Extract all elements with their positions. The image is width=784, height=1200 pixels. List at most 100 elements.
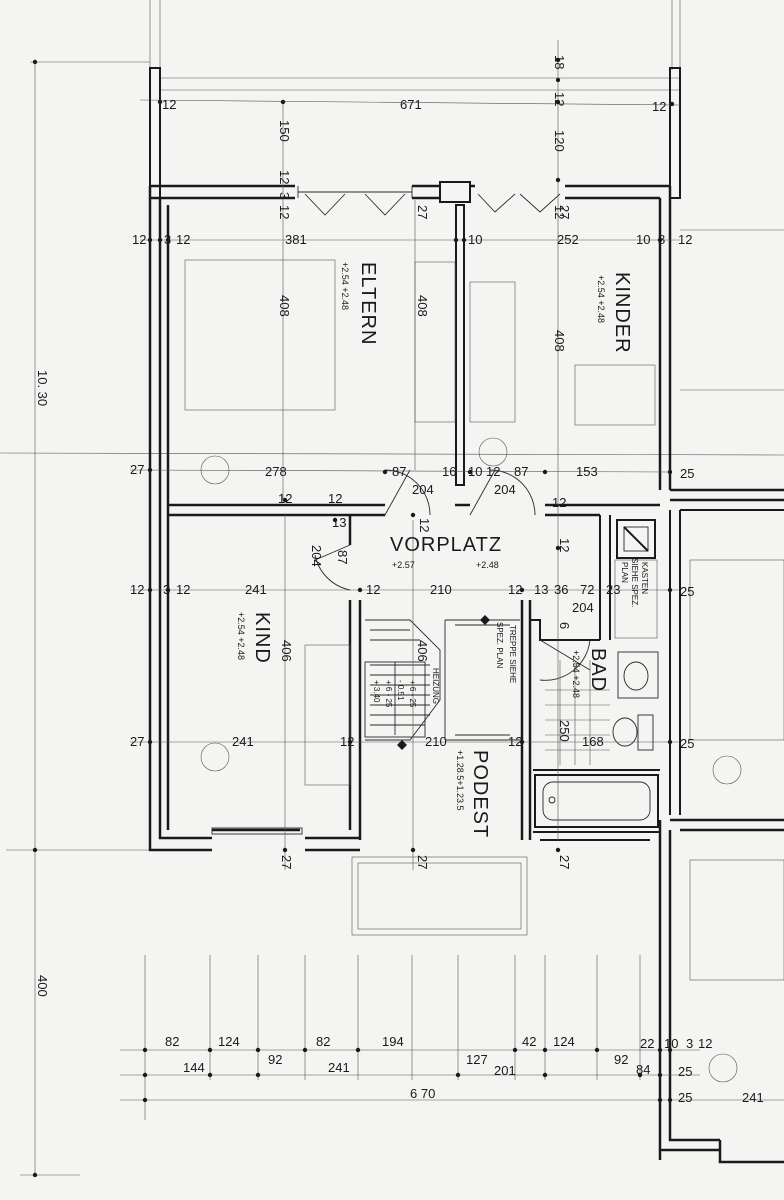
dim: 16 (442, 464, 456, 479)
dim: 204 (412, 482, 434, 497)
note-kasten: KASTEN (640, 562, 649, 594)
dim: 82 (316, 1034, 330, 1049)
dim: 127 (466, 1052, 488, 1067)
dim: 671 (400, 97, 422, 112)
dimension-lines (120, 40, 784, 1120)
dim: 406 (279, 640, 294, 662)
room-labels: ELTERN KINDER VORPLATZ KIND BAD PODEST (251, 262, 633, 838)
dim: 400 (35, 975, 50, 997)
note-h1: + 6 - 25 (408, 680, 417, 708)
dim: 92 (614, 1052, 628, 1067)
dimension-labels: 18 12 120 12 12 671 12 150 12 3 12 27 27… (35, 55, 764, 1105)
dim: 241 (328, 1060, 350, 1075)
note-treppe: TREPPE SIEHE (508, 625, 517, 683)
note-heizung: HEIZUNG (431, 668, 440, 704)
dim: 10 (468, 232, 482, 247)
dim: 204 (572, 600, 594, 615)
dim: 27 (557, 205, 572, 219)
dim: 153 (576, 464, 598, 479)
dim: 204 (494, 482, 516, 497)
dim: 194 (382, 1034, 404, 1049)
dim: 12 (162, 97, 176, 112)
dim: 36 (554, 582, 568, 597)
dim: 27 (415, 205, 430, 219)
dim: 12 (328, 491, 342, 506)
dim: 12 (652, 99, 666, 114)
interior-walls (168, 204, 660, 841)
dim: 27 (415, 855, 430, 869)
dim: 12 (698, 1036, 712, 1051)
dim: 27 (279, 855, 294, 869)
dim: 13 (332, 515, 346, 530)
dim: 3 (277, 192, 292, 199)
dim: 408 (552, 330, 567, 352)
dim: 18 (552, 55, 567, 69)
dim: 72 (580, 582, 594, 597)
dim: 204 (309, 545, 324, 567)
note-kasten-2: SIEHE SPEZ. (630, 558, 639, 607)
dim: 12 (417, 518, 432, 532)
dim: 84 (636, 1062, 650, 1077)
room-bad: BAD (587, 648, 609, 692)
room-eltern: ELTERN (357, 262, 379, 345)
dim: 22 (640, 1036, 654, 1051)
dim: 12 (552, 205, 567, 219)
note-h2: - 0.51 (396, 680, 405, 701)
dim: 87 (335, 550, 350, 564)
dim: 23 (606, 582, 620, 597)
dim: 241 (232, 734, 254, 749)
dim: 42 (522, 1034, 536, 1049)
dim: 201 (494, 1063, 516, 1078)
dim: 12 (508, 582, 522, 597)
dim: 252 (557, 232, 579, 247)
dim: 12 (132, 232, 146, 247)
dim: 3 (163, 582, 170, 597)
dim: 13 (534, 582, 548, 597)
dim: 250 (557, 720, 572, 742)
dimension-markers (32, 57, 675, 1178)
dim: 150 (277, 120, 292, 142)
dim: 12 (366, 582, 380, 597)
dim: 12 (176, 582, 190, 597)
dim: 12 (340, 734, 354, 749)
dim: 27 (130, 462, 144, 477)
dim: 8 (658, 232, 665, 247)
dim: 87 (514, 464, 528, 479)
dim: 381 (285, 232, 307, 247)
exterior-walls (148, 67, 784, 1164)
dim: 12 (552, 495, 566, 510)
dim: 168 (582, 734, 604, 749)
dim: 12 (277, 170, 292, 184)
height-vorplatz-b: +2.48 (476, 560, 499, 570)
room-podest: PODEST (469, 750, 491, 838)
dim: 25 (680, 466, 694, 481)
dim: 25 (680, 736, 694, 751)
dim: 406 (415, 640, 430, 662)
dim: 27 (130, 734, 144, 749)
dim: 241 (245, 582, 267, 597)
dim: 3 (686, 1036, 693, 1051)
dim: 408 (277, 295, 292, 317)
dim: 6 (557, 622, 572, 629)
dim: 12 (130, 582, 144, 597)
dim: 12 (278, 491, 292, 506)
dim: 10 (468, 464, 482, 479)
level-heights: +2.54 +2.48 +2.54 +2.48 +2.57 +2.48 +2.5… (236, 262, 606, 811)
height-vorplatz-a: +2.57 (392, 560, 415, 570)
furniture (184, 259, 784, 1083)
dim: 408 (415, 295, 430, 317)
dim: 12 (552, 92, 567, 106)
dim: 12 (277, 205, 292, 219)
dim: 124 (218, 1034, 240, 1049)
dim: 3 (164, 232, 171, 247)
dim: 241 (742, 1090, 764, 1105)
dim: 12 (486, 464, 500, 479)
dim: 12 (508, 734, 522, 749)
dim: 12 (176, 232, 190, 247)
dim: 87 (392, 464, 406, 479)
staircase (351, 619, 528, 936)
dim: 12 (678, 232, 692, 247)
dim: 144 (183, 1060, 205, 1075)
note-h3: + 6 - 25 (384, 680, 393, 708)
